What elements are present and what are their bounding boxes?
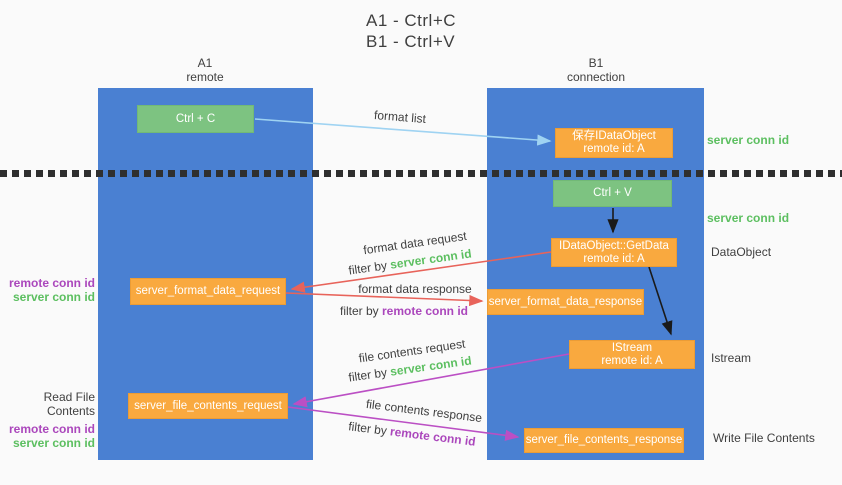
remote-conn-id-highlight: remote conn id bbox=[382, 304, 469, 318]
title-line-2: B1 - Ctrl+V bbox=[366, 32, 456, 51]
server-conn-id-annotation-top: server conn id bbox=[707, 133, 790, 147]
machine-boundary-dashed-line bbox=[0, 170, 842, 177]
format-data-response-label: format data response bbox=[358, 282, 472, 296]
getdata-line1: IDataObject::GetData bbox=[559, 239, 669, 252]
ctrl-v-label: Ctrl + V bbox=[593, 187, 632, 199]
istream-line1: IStream bbox=[611, 341, 653, 354]
getdata-line2: remote id: A bbox=[583, 252, 645, 265]
lane-a-header: A1 remote bbox=[145, 56, 265, 84]
ctrl-v-node: Ctrl + V bbox=[553, 180, 672, 207]
getdata-to-istream-arrow bbox=[648, 266, 673, 336]
left-conn-id-annotation-group-1: remote conn id server conn id bbox=[0, 276, 95, 304]
idataobject-getdata-node: IDataObject::GetData remote id: A bbox=[551, 238, 677, 267]
server-format-data-response-node: server_format_data_response bbox=[487, 289, 644, 315]
format-data-request-arrow bbox=[290, 251, 552, 293]
server-conn-id-annotation-mid: server conn id bbox=[707, 211, 790, 225]
file-response-label: server_file_contents_response bbox=[525, 434, 683, 446]
format-list-arrow bbox=[254, 118, 552, 146]
lane-b-header: B1 connection bbox=[536, 56, 656, 84]
lane-b-role: connection bbox=[566, 70, 626, 84]
write-file-contents-annotation: Write File Contents bbox=[713, 431, 815, 445]
diagram-title: A1 - Ctrl+C B1 - Ctrl+V bbox=[366, 10, 456, 52]
istream-annotation: Istream bbox=[711, 351, 752, 365]
ctrl-c-node: Ctrl + C bbox=[137, 105, 254, 133]
lane-a-role: remote bbox=[186, 70, 224, 84]
lane-b-id: B1 bbox=[588, 56, 604, 70]
left-conn-id-annotation-group-2: Read File Contents remote conn id server… bbox=[0, 390, 95, 450]
server-conn-id-annotation-2: server conn id bbox=[12, 436, 95, 450]
dataobject-annotation: DataObject bbox=[711, 245, 772, 259]
file-request-label: server_file_contents_request bbox=[134, 399, 282, 412]
title-line-1: A1 - Ctrl+C bbox=[366, 11, 457, 30]
istream-node: IStream remote id: A bbox=[569, 340, 695, 369]
remote-conn-id-annotation-2: remote conn id bbox=[8, 422, 95, 436]
filter-by-remote-conn-id-label-1: filter by remote conn id bbox=[340, 304, 468, 318]
save-idataobject-line2: remote id: A bbox=[583, 143, 645, 155]
read-file-contents-annotation: Read File Contents bbox=[43, 390, 95, 418]
remote-conn-id-annotation-1: remote conn id bbox=[8, 276, 95, 290]
file-contents-response-arrow bbox=[287, 406, 520, 441]
ctrl-c-label: Ctrl + C bbox=[175, 112, 216, 125]
istream-line2: remote id: A bbox=[601, 354, 663, 367]
server-conn-id-annotation-1: server conn id bbox=[12, 290, 95, 304]
filter-by-prefix: filter by bbox=[339, 304, 382, 318]
format-response-label: server_format_data_response bbox=[488, 295, 643, 308]
file-contents-request-arrow bbox=[292, 353, 570, 408]
save-idataobject-node: 保存IDataObject remote id: A bbox=[555, 128, 673, 158]
server-format-data-request-node: server_format_data_request bbox=[130, 278, 286, 305]
save-idataobject-line1: 保存IDataObject bbox=[572, 130, 656, 142]
server-file-contents-request-node: server_file_contents_request bbox=[128, 393, 288, 419]
lane-a-id: A1 bbox=[197, 56, 213, 70]
format-data-response-arrow bbox=[285, 292, 484, 307]
format-request-label: server_format_data_request bbox=[135, 285, 281, 297]
server-file-contents-response-node: server_file_contents_response bbox=[524, 428, 684, 453]
